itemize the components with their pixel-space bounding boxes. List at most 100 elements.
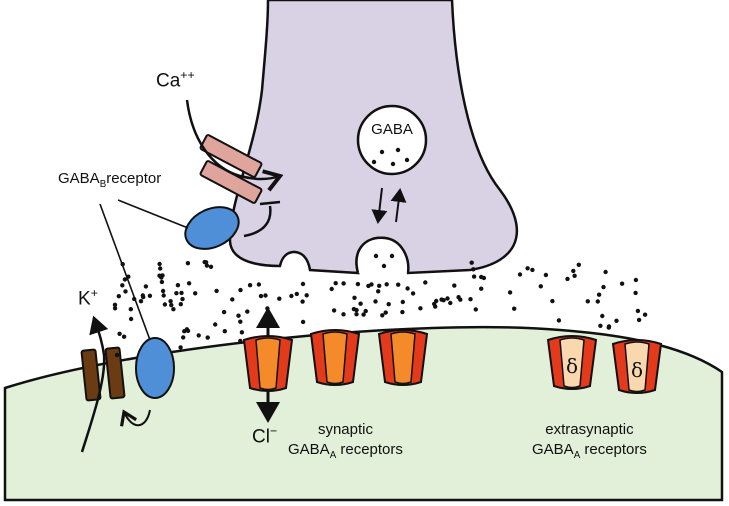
gaba-molecule <box>213 322 218 327</box>
gaba-molecule <box>572 273 577 278</box>
gaba-molecule <box>361 312 366 317</box>
gaba-molecule <box>636 317 642 323</box>
gaba-molecule <box>205 335 210 340</box>
presynaptic-gaba-b-receptor <box>184 206 240 250</box>
gaba-molecule <box>341 312 346 317</box>
gaba-molecule <box>138 299 144 304</box>
gaba-molecule <box>507 290 513 295</box>
gaba-molecule <box>585 299 590 304</box>
gaba-molecule <box>576 262 581 267</box>
gaba-molecule <box>236 313 241 318</box>
synaptic-cleft-gaba <box>112 259 648 358</box>
gaba-molecule <box>405 286 410 291</box>
gaba-molecule <box>331 308 337 313</box>
gaba-molecule <box>181 335 186 340</box>
gaba-molecule <box>116 294 122 299</box>
gaba-molecule <box>373 299 378 304</box>
gaba-molecule <box>147 293 153 298</box>
gaba-molecule <box>351 306 357 312</box>
gaba-molecule <box>571 268 576 274</box>
gaba-molecule <box>333 281 338 286</box>
gaba-molecule <box>214 288 219 294</box>
gaba-molecule <box>245 309 250 314</box>
gaba-molecule <box>203 260 209 265</box>
gaba-molecule <box>140 293 145 298</box>
gaba-molecule <box>418 306 423 311</box>
gaba-molecule <box>341 281 346 286</box>
gaba-molecule <box>193 291 198 296</box>
gaba-molecule <box>265 306 270 311</box>
potassium-symbol: K <box>78 288 91 310</box>
gaba-molecule <box>633 290 638 296</box>
gaba-molecule <box>458 297 463 302</box>
potassium-charge: + <box>90 286 98 300</box>
gaba-molecule <box>300 299 305 304</box>
synaptic-label-line2: GABAA receptors <box>288 441 403 461</box>
gaba-molecule <box>601 284 606 290</box>
gaba-molecule <box>366 283 371 289</box>
gaba-molecule <box>294 291 299 297</box>
gaba-molecule <box>606 325 611 330</box>
gaba-molecule <box>121 334 127 339</box>
gaba-molecule <box>114 352 120 358</box>
gaba-molecule <box>642 312 648 317</box>
inhibition-arrow <box>243 200 281 238</box>
gaba-molecule <box>304 293 309 298</box>
gaba-molecule <box>178 302 183 307</box>
extrasynaptic-receptors-label: extrasynaptic GABAA receptors <box>532 420 647 466</box>
gaba-b-receptor-label: GABABreceptor <box>58 170 161 190</box>
gaba-molecule <box>300 319 306 325</box>
delta-subunit-label: δ <box>631 358 643 382</box>
gaba-molecule <box>300 281 306 287</box>
gaba-molecule <box>157 261 162 267</box>
gaba-molecule <box>174 291 179 296</box>
gaba-molecule <box>238 338 243 344</box>
gaba-molecule <box>543 272 549 278</box>
gaba-molecule <box>238 319 243 324</box>
gaba-molecule <box>530 267 535 273</box>
gaba-molecule <box>120 283 125 288</box>
gaba-molecule <box>633 277 639 283</box>
gaba-molecule <box>162 302 168 307</box>
gaba-molecule <box>179 290 184 296</box>
gaba-molecule <box>479 286 484 291</box>
gaba-molecule <box>112 306 118 311</box>
gaba-molecule <box>143 284 149 289</box>
gaba-molecule <box>263 315 268 320</box>
extrasynaptic-gaba-a-receptor: δ <box>611 339 663 394</box>
gaba-molecule <box>469 260 474 265</box>
gaba-molecule <box>128 307 133 312</box>
chloride-label: Cl− <box>252 424 277 448</box>
gaba-b-label-sub: B <box>99 179 107 190</box>
gaba-molecule <box>238 287 243 293</box>
gaba-molecule <box>171 307 176 312</box>
gaba-molecule <box>208 264 214 269</box>
vesicle-down-arrow <box>371 187 388 224</box>
gaba-molecule <box>596 292 602 297</box>
gaba-molecule <box>222 329 227 334</box>
gaba-molecule <box>117 331 122 336</box>
postsynaptic-gaba-b-receptor <box>135 337 175 399</box>
gaba-molecule <box>329 286 334 292</box>
gaba-molecule <box>185 261 191 266</box>
small-vesicle-bud <box>278 250 312 271</box>
extrasynaptic-gaba-a-receptor: δ <box>546 335 598 390</box>
gaba-molecule <box>256 282 262 287</box>
delta-subunit-label: δ <box>566 354 578 378</box>
gaba-molecule <box>423 280 428 285</box>
gaba-b-label-line-2 <box>99 203 151 341</box>
synaptic-gaba-a-receptor <box>377 329 429 386</box>
gaba-molecule <box>363 308 368 314</box>
gaba-molecule <box>635 308 641 314</box>
gaba-molecule <box>400 309 405 315</box>
gaba-molecule <box>386 302 391 307</box>
gaba-molecule <box>595 299 600 304</box>
calcium-label: Ca++ <box>156 68 195 92</box>
fusing-vesicle <box>356 237 409 273</box>
gaba-molecule <box>159 279 165 285</box>
gaba-molecule <box>258 293 264 299</box>
gaba-molecule <box>358 301 363 306</box>
gaba-molecule <box>178 345 183 350</box>
calcium-flow-arrow <box>185 99 284 192</box>
